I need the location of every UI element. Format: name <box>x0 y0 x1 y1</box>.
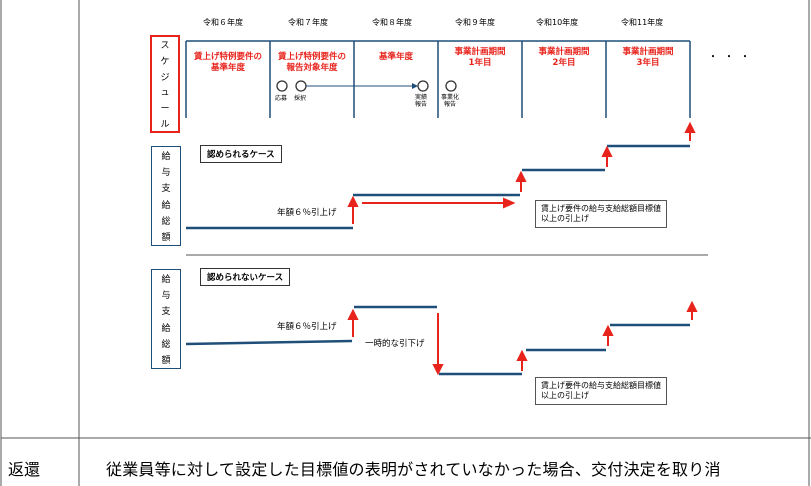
event-adopt-label: 採択 <box>294 95 307 102</box>
ng-case-red-arrows <box>347 300 698 376</box>
ok-raise-text: 年額６％引上げ <box>277 208 337 218</box>
schedule-char: ジ <box>160 72 170 83</box>
ok-case-steps <box>186 144 690 230</box>
schedule-char: ス <box>160 41 170 52</box>
event-report-label: 実績報告 <box>415 94 428 108</box>
schedule-char: ル <box>160 119 170 130</box>
event-biz-label: 事業化報告 <box>441 94 460 108</box>
event-arrow-head <box>412 83 418 89</box>
footer-row-label: 返還 <box>8 460 41 479</box>
year-label-r8: 令和８年度 <box>372 18 412 27</box>
ng-case-steps <box>185 305 690 376</box>
phase-label-3: 基準年度 <box>378 52 413 62</box>
year-label-r9: 令和９年度 <box>455 18 495 27</box>
event-adopt-circle <box>295 80 307 92</box>
ok-case-red-arrows <box>347 121 696 224</box>
timeline-bracket <box>185 40 691 118</box>
ng-raise-text: 年額６％引上げ <box>277 322 337 332</box>
event-apply-circle <box>276 80 288 92</box>
phase-label-2: 賃上げ特例要件の報告対象年度 <box>277 52 346 73</box>
event-apply-label: 応募 <box>275 95 288 102</box>
schedule-label-box: ス ケ ジ ュ ー ル <box>150 35 180 133</box>
ng-temp-drop-text: 一時的な引下げ <box>365 339 425 349</box>
year-label-r7: 令和７年度 <box>288 18 328 27</box>
ellipsis: ・・・ <box>708 52 756 63</box>
case-ng-header: 認められないケース <box>200 268 291 286</box>
event-biz-circle <box>445 80 457 92</box>
year-label-r11: 令和11年度 <box>621 18 664 27</box>
schedule-char: ュ <box>160 88 170 99</box>
year-label-r10: 令和10年度 <box>536 18 579 27</box>
year-label-r6: 令和６年度 <box>203 18 243 27</box>
salary-label-box-ng: 給 与 支 給 総 額 <box>151 269 181 369</box>
event-report-circle <box>417 80 429 92</box>
ng-target-note: 賃上げ要件の給与支給総額目標値以上の引上げ <box>535 377 667 405</box>
phase-label-1: 賃上げ特例要件の基準年度 <box>193 52 262 73</box>
salary-label-box-ok: 給 与 支 給 総 額 <box>151 146 181 246</box>
ok-target-note: 賃上げ要件の給与支給総額目標値以上の引上げ <box>535 200 667 228</box>
schedule-char: ー <box>160 103 170 114</box>
footer-row-text: 従業員等に対して設定した目標値の表明がされていなかった場合、交付決定を取り消 <box>106 460 721 479</box>
case-ok-header: 認められるケース <box>200 145 282 163</box>
schedule-char: ケ <box>160 56 170 67</box>
